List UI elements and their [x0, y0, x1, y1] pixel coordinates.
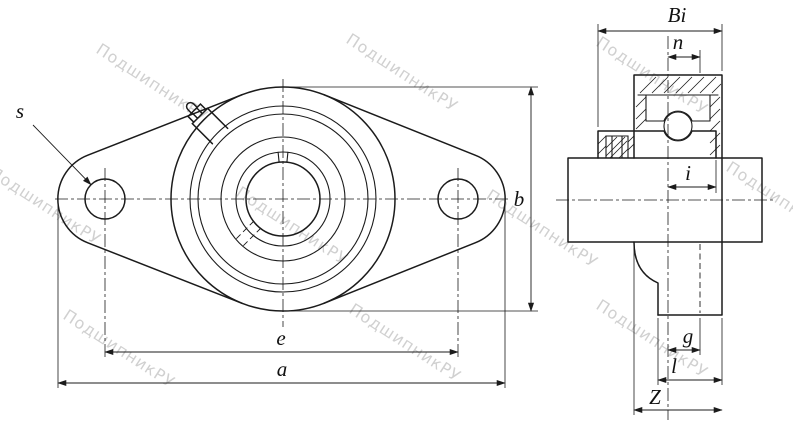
watermark-text: ПодшипникРУ — [93, 39, 212, 125]
bore-circle — [245, 161, 321, 237]
section-hatching — [597, 76, 722, 156]
watermark-text: ПодшипникРУ — [346, 299, 465, 385]
shaft — [567, 157, 763, 243]
inner-ring-circle — [235, 151, 331, 247]
bolt-hole-right — [437, 178, 479, 220]
watermark-text: ПодшипникРУ — [0, 162, 105, 248]
set-screw — [605, 135, 629, 159]
bolt-hole-left — [84, 178, 126, 220]
dim-label-l: l — [671, 354, 677, 378]
watermark-text: ПодшипникРУ — [593, 295, 712, 381]
flange-outline — [57, 93, 506, 305]
front-view: b e a s — [16, 79, 538, 388]
housing-circles — [170, 86, 396, 312]
dim-label-Bi: Bi — [668, 3, 687, 27]
set-screw-hatch — [605, 136, 629, 159]
dim-l-extensions — [657, 318, 723, 385]
grease-fitting — [185, 101, 229, 145]
dim-label-e: e — [276, 326, 285, 350]
watermark-text: ПодшипникРУ — [483, 185, 602, 271]
front-dimensions: b e a s — [16, 86, 538, 388]
bearing-rings — [637, 94, 719, 142]
side-dimensions: Bi n i g l Z — [597, 3, 723, 415]
housing-rim-circle — [189, 105, 377, 293]
bearing-ball — [663, 111, 693, 141]
insert-od-circle — [220, 136, 346, 262]
dim-label-s: s — [16, 99, 24, 123]
front-centerlines — [55, 79, 510, 357]
housing-recess-circle — [197, 113, 369, 285]
dim-label-i: i — [685, 161, 691, 185]
dim-label-Z: Z — [649, 385, 661, 409]
watermark-text: ПодшипникРУ — [60, 305, 179, 391]
housing-outline — [597, 74, 723, 316]
dim-s-leader — [32, 124, 92, 186]
side-centerlines — [556, 36, 774, 420]
dim-a-extensions — [57, 205, 506, 388]
side-view: Bi n i g l Z — [556, 3, 774, 420]
hidden-setscrew-hole — [234, 220, 262, 248]
watermark-text: ПодшипникРУ — [233, 182, 352, 268]
dim-label-n: n — [673, 30, 684, 54]
boss-outer-circle — [170, 86, 396, 312]
flange-lower-profile — [633, 241, 659, 316]
dim-label-a: a — [277, 357, 288, 381]
dim-b-extensions — [288, 86, 538, 312]
watermark-text: ПодшипникРУ — [723, 157, 793, 243]
dim-label-g: g — [683, 324, 694, 348]
dim-label-b: b — [514, 187, 525, 211]
setscrew-marks — [277, 151, 289, 163]
watermark-layer: ПодшипникРУ ПодшипникРУ ПодшипникРУ Подш… — [0, 29, 793, 391]
watermark-text: ПодшипникРУ — [343, 29, 462, 115]
set-screw-body — [605, 135, 629, 159]
grease-fitting-body — [185, 101, 229, 145]
